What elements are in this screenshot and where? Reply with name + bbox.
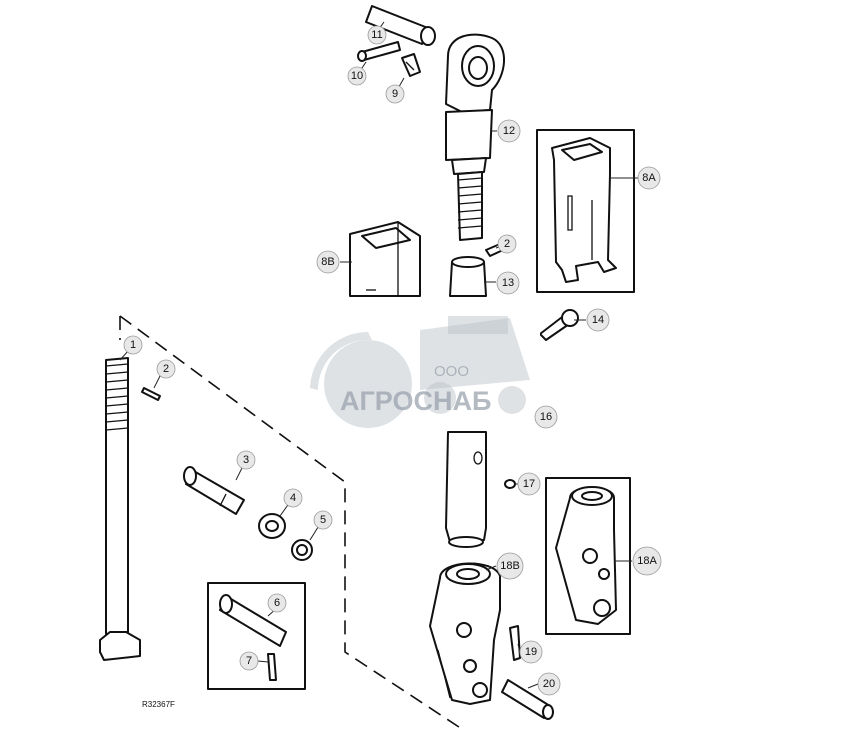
callout-12: 12 [497, 119, 521, 143]
part-18b-clevis [429, 562, 501, 705]
part-14-pin [539, 309, 579, 341]
callout-2-upper: 2 [497, 234, 517, 254]
svg-text:20: 20 [543, 678, 555, 690]
svg-text:19: 19 [525, 646, 537, 658]
callout-1: 1 [123, 335, 143, 355]
callout-13: 13 [496, 271, 520, 295]
part-19-hairpin [509, 625, 521, 661]
callout-20: 20 [537, 672, 561, 696]
callout-16: 16 [534, 405, 558, 429]
watermark-line1: ООО [434, 363, 469, 380]
svg-text:9: 9 [392, 88, 398, 100]
callout-5: 5 [313, 510, 333, 530]
svg-text:10: 10 [351, 70, 363, 82]
svg-text:5: 5 [320, 514, 326, 526]
part-4-washer [258, 513, 286, 539]
svg-text:2: 2 [163, 363, 169, 375]
part-8b-bracket [349, 221, 421, 297]
callout-18b: 18B [496, 552, 524, 580]
svg-text:4: 4 [290, 492, 296, 504]
part-3-pin [183, 466, 245, 515]
watermark-logo [310, 316, 530, 428]
part-17-ring [504, 479, 516, 489]
svg-text:11: 11 [371, 29, 382, 41]
part-7-cotter-pin [267, 653, 277, 681]
part-20-pin [501, 679, 554, 720]
callout-19: 19 [519, 640, 543, 664]
part-12-link-end [445, 33, 506, 241]
callout-8a: 8A [637, 166, 661, 190]
svg-text:18A: 18A [637, 555, 657, 567]
callout-7: 7 [239, 651, 259, 671]
callout-4: 4 [283, 488, 303, 508]
part-2-lower-pin [141, 387, 161, 401]
part-9-clip [401, 53, 421, 77]
svg-text:7: 7 [246, 655, 252, 667]
part-6-pin [219, 594, 287, 647]
callout-8b: 8B [316, 250, 340, 274]
part-8a-bracket [551, 137, 617, 283]
part-10-pin [357, 41, 401, 62]
callout-2-lower: 2 [156, 359, 176, 379]
callout-10: 10 [347, 66, 367, 86]
watermark-backdrop [290, 298, 540, 430]
svg-text:12: 12 [503, 125, 515, 137]
assembly-dashed-outline [119, 315, 466, 731]
callout-11: 11 [367, 25, 387, 45]
svg-text:17: 17 [523, 478, 535, 490]
callout-14: 14 [586, 308, 610, 332]
svg-text:14: 14 [592, 314, 604, 326]
svg-text:8A: 8A [642, 172, 656, 184]
part-16-link-tube [445, 431, 487, 548]
callout-9: 9 [385, 84, 405, 104]
part-5-ring [291, 539, 313, 561]
watermark-line2: АГРОСНАБ [340, 386, 491, 416]
part-11-pin [365, 5, 436, 46]
callout-18a: 18A [632, 546, 662, 576]
svg-text:8B: 8B [321, 256, 334, 268]
part-13-tube [449, 256, 487, 297]
svg-text:2: 2 [504, 238, 510, 250]
part-1-long-bolt [99, 357, 141, 661]
callout-6: 6 [267, 593, 287, 613]
callout-17: 17 [517, 472, 541, 496]
diagram-ref-code: R32367F [142, 700, 175, 709]
svg-text:1: 1 [130, 339, 136, 351]
svg-text:3: 3 [243, 454, 249, 466]
callout-3: 3 [236, 450, 256, 470]
svg-text:6: 6 [274, 597, 280, 609]
svg-text:18B: 18B [500, 560, 520, 572]
part-18a-clevis [555, 486, 617, 625]
svg-text:16: 16 [540, 411, 552, 423]
svg-text:13: 13 [502, 277, 514, 289]
